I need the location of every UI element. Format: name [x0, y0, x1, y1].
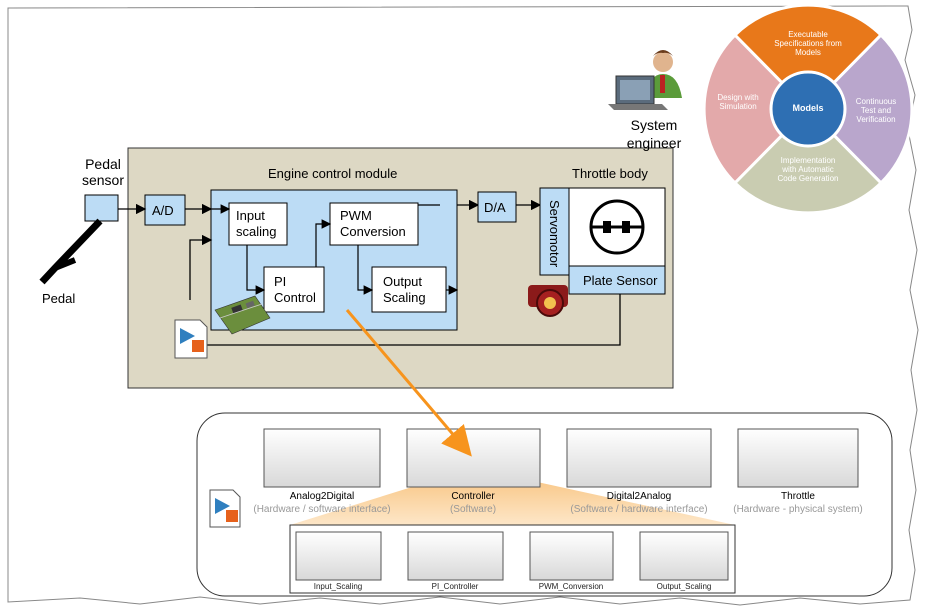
throttle-model-label: Throttle	[781, 491, 815, 502]
pedal-sensor-label-2: sensor	[81, 172, 125, 188]
pi-controller-sub-label: PI_Controller	[431, 582, 479, 591]
pwm-conversion-sub-label: PWM_Conversion	[538, 582, 604, 591]
controller-desc: (Software)	[449, 504, 497, 515]
plate-sensor-block	[568, 265, 666, 295]
digital2analog-desc: (Software / hardware interface)	[570, 504, 708, 515]
da-label: D/A	[484, 200, 506, 215]
zoom-arrow	[345, 309, 472, 457]
throttle-body-title: Throttle body	[572, 166, 648, 181]
analog2digital-label: Analog2Digital	[289, 491, 355, 502]
pwm-label-2: Conversion	[340, 224, 406, 239]
controller-block	[406, 428, 541, 488]
digital2analog-block	[566, 428, 712, 488]
wheel-center	[769, 70, 847, 148]
wheel-segment-right	[805, 32, 914, 186]
input-scaling-sub-label: Input_Scaling	[313, 582, 363, 591]
wheel-bottom-label: Implementation with Automatic Code Gener…	[777, 156, 839, 183]
pwm-conversion-sub-block	[529, 531, 614, 581]
pwm-label-1: PWM	[340, 208, 372, 223]
pi-controller-sub-block	[407, 531, 504, 581]
ad-label: A/D	[152, 203, 174, 218]
models-wheel	[702, 3, 914, 215]
wheel-segment-top	[732, 3, 884, 112]
wheel-segment-left	[702, 32, 811, 186]
wheel-segment-bottom	[732, 106, 884, 215]
wheel-left-label: Design with Simulation	[717, 93, 759, 111]
pedal-sensor-box	[84, 194, 119, 222]
pedal-sensor-label-1: Pedal	[85, 156, 121, 172]
input-scaling-label-1: Input	[236, 208, 265, 223]
wheel-center-label: Models	[792, 103, 824, 113]
pi-label-1: PI	[274, 274, 287, 289]
analog2digital-block	[263, 428, 381, 488]
system-engineer-icon	[608, 50, 682, 110]
analog2digital-desc: (Hardware / software interface)	[253, 504, 391, 515]
engineer-label-2: engineer	[626, 135, 682, 151]
pi-label-2: Control	[274, 290, 316, 305]
simulink-model-icon-bottom	[209, 489, 241, 528]
servomotor-label: Servomotor	[547, 200, 562, 268]
digital2analog-label: Digital2Analog	[606, 491, 672, 502]
throttle-block	[737, 428, 859, 488]
servomotor-block	[539, 187, 570, 276]
controller-label: Controller	[451, 491, 495, 502]
wheel-top-label: Executable Specifications from Models	[774, 30, 842, 57]
input-scaling-block	[228, 202, 288, 246]
output-scaling-sub-block	[639, 531, 729, 581]
pedal-label: Pedal	[42, 291, 76, 306]
ecm-title: Engine control module	[268, 166, 398, 181]
expansion-fan	[290, 468, 735, 525]
input-scaling-sub-block	[295, 531, 382, 581]
wheel-right-label: Continuous Test and Verification	[855, 97, 897, 124]
engineer-label-1: System	[630, 117, 678, 133]
output-scaling-label-2: Scaling	[383, 290, 426, 305]
simulink-model-icon	[174, 319, 208, 359]
plate-sensor-label: Plate Sensor	[583, 273, 658, 288]
throttle-model-desc: (Hardware - physical system)	[733, 504, 863, 515]
output-scaling-sub-label: Output_Scaling	[656, 582, 712, 591]
circuit-board-icon	[214, 295, 271, 335]
input-scaling-label-2: scaling	[236, 224, 277, 239]
throttle-body-photo-icon	[528, 285, 568, 317]
output-scaling-label-1: Output	[383, 274, 423, 289]
da-block	[477, 191, 517, 223]
